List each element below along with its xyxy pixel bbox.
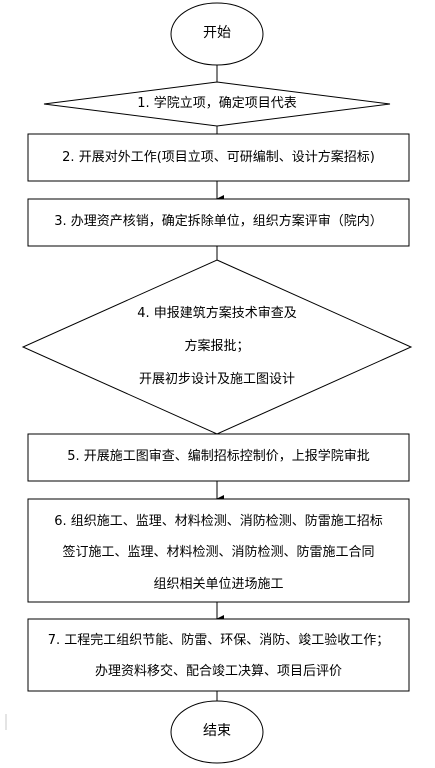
- step7-label-line2: 办理资料移交、配合竣工决算、项目后评价: [94, 664, 342, 679]
- step3-label: 3. 办理资产核销，确定拆除单位，组织方案评审（院内）: [54, 214, 383, 229]
- step7-box: [27, 618, 410, 692]
- start-label: 开始: [203, 25, 231, 41]
- step6-label-line3: 组织相关单位进场施工: [153, 577, 284, 592]
- step1-label: 1. 学院立项，确定项目代表: [137, 96, 297, 111]
- step4-label-line2: 方案报批；: [184, 339, 250, 354]
- step6-label-line1: 6. 组织施工、监理、材料检测、消防检测、防雷施工招标: [54, 514, 383, 529]
- step7-label-line1: 7. 工程完工组织节能、防雷、环保、消防、竣工验收工作；: [47, 633, 390, 648]
- step5-box: [27, 433, 410, 482]
- step6-label-line2: 签订施工、监理、材料检测、消防检测、防雷施工合同: [62, 545, 375, 560]
- step2-box: [27, 133, 410, 182]
- step5-label: 5. 开展施工图审查、编制招标控制价，上报学院审批: [67, 449, 370, 464]
- end-terminal: [170, 700, 264, 764]
- step2-label: 2. 开展对外工作(项目立项、可研编制、设计方案招标): [62, 150, 375, 165]
- step4-label-line1: 4. 申报建筑方案技术审查及: [137, 306, 297, 321]
- step6-box: [27, 498, 410, 603]
- step4-label-line3: 开展初步设计及施工图设计: [138, 372, 295, 387]
- step3-box: [27, 198, 410, 247]
- end-label: 结束: [203, 723, 231, 739]
